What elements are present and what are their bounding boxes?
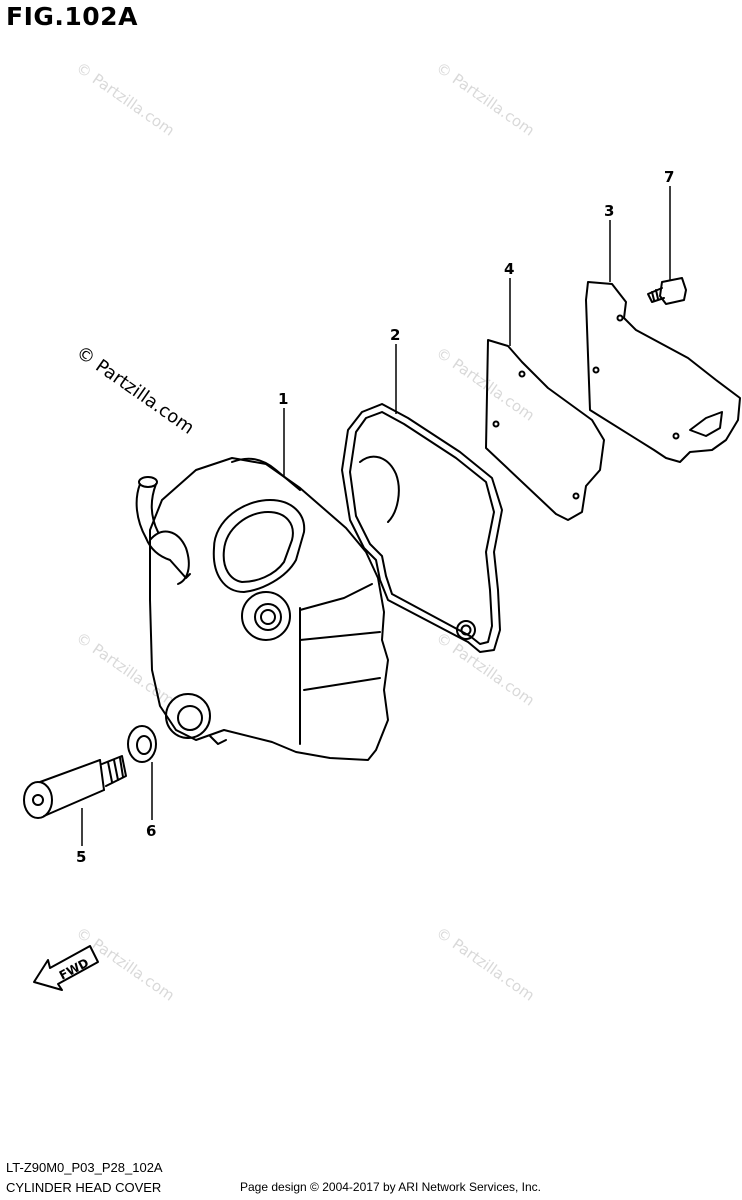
watermark-5: © Partzilla.com xyxy=(433,629,538,710)
callout-7[interactable]: 7 xyxy=(664,168,674,186)
callouts: 1 2 3 4 5 6 7 xyxy=(76,168,674,866)
callout-4[interactable]: 4 xyxy=(504,260,514,278)
callout-1[interactable]: 1 xyxy=(278,390,288,408)
figure-title: FIG.102A xyxy=(6,2,138,31)
part-2-gasket xyxy=(341,403,503,653)
callout-3[interactable]: 3 xyxy=(604,202,614,220)
part-3-heat-shield xyxy=(585,281,741,463)
part-1-head-cover xyxy=(135,457,389,761)
watermark-1: © Partzilla.com xyxy=(73,59,178,140)
watermark-7: © Partzilla.com xyxy=(433,924,538,1005)
copyright-notice: Page design © 2004-2017 by ARI Network S… xyxy=(240,1180,542,1194)
watermark-main: © Partzilla.com xyxy=(72,342,198,439)
callout-5[interactable]: 5 xyxy=(76,848,86,866)
part-6-washer xyxy=(127,725,157,763)
leader-lines xyxy=(81,186,671,846)
diagram-code: LT-Z90M0_P03_P28_102A xyxy=(6,1160,163,1175)
watermark-2: © Partzilla.com xyxy=(433,59,538,140)
callout-2[interactable]: 2 xyxy=(390,326,400,344)
part-5-bolt xyxy=(23,755,127,819)
fwd-arrow-icon xyxy=(33,945,99,991)
fwd-label: FWD xyxy=(57,956,91,983)
watermark-3: © Partzilla.com xyxy=(433,344,538,425)
callout-6[interactable]: 6 xyxy=(146,822,156,840)
part-4-plate xyxy=(485,339,605,521)
diagram-name: CYLINDER HEAD COVER xyxy=(6,1180,162,1195)
watermark-4: © Partzilla.com xyxy=(73,629,178,710)
part-7-bolt xyxy=(647,277,687,305)
